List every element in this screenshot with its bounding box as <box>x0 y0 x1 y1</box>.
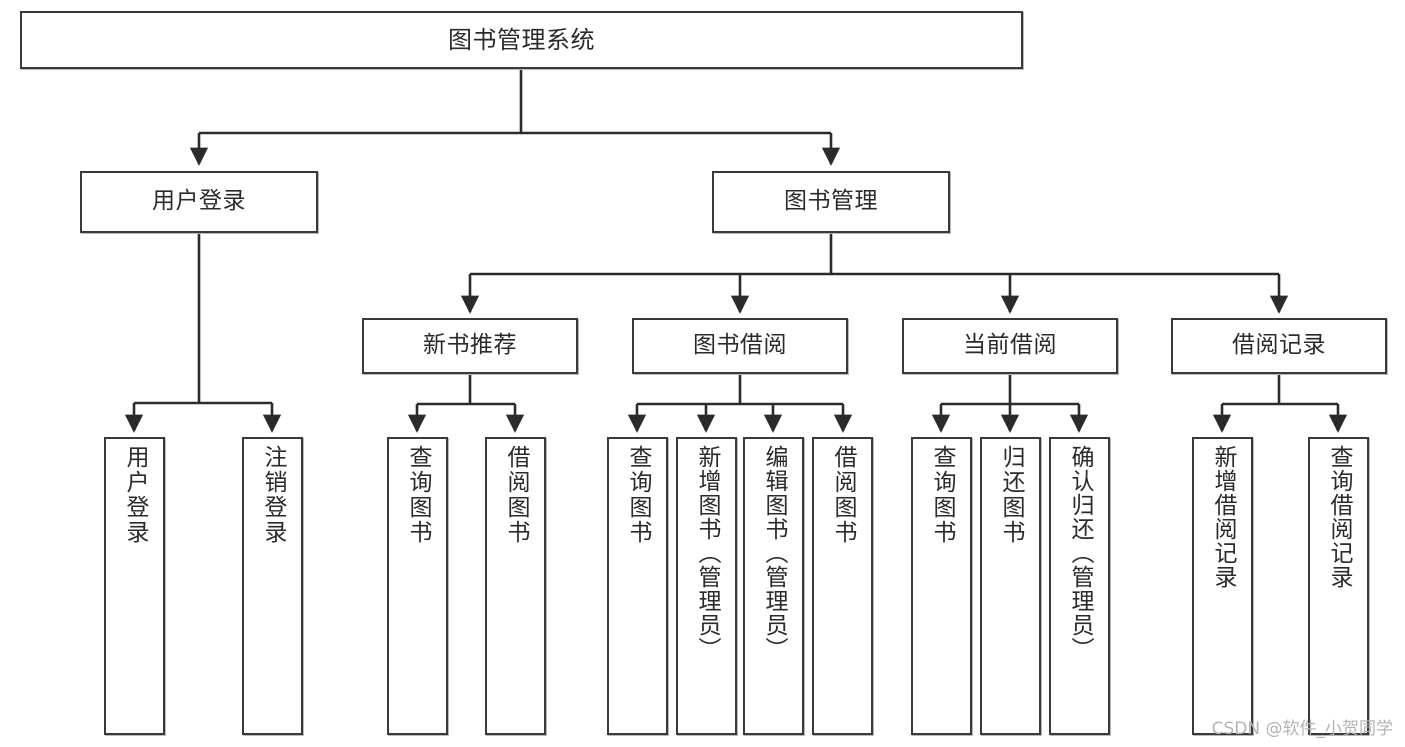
node-label: 归还图书 <box>998 445 1024 545</box>
node-label: 查询借阅记录 <box>1326 445 1352 589</box>
leaf-query-borrow-record[interactable]: 查询借阅记录 <box>1308 437 1369 735</box>
node-label: 新书推荐 <box>423 332 517 359</box>
leaf-add-book-admin[interactable]: 新增图书（管理员） <box>676 437 737 735</box>
node-book-management[interactable]: 图书管理 <box>712 171 950 233</box>
node-label: 查询图书 <box>405 445 431 545</box>
node-label: 新增图书（管理员） <box>694 445 720 661</box>
leaf-add-borrow-record[interactable]: 新增借阅记录 <box>1192 437 1253 735</box>
node-label: 图书借阅 <box>693 332 787 359</box>
node-root-system[interactable]: 图书管理系统 <box>20 11 1023 69</box>
leaf-query-book-current[interactable]: 查询图书 <box>911 437 972 735</box>
node-label: 编辑图书（管理员） <box>761 445 787 661</box>
leaf-borrow-book[interactable]: 借阅图书 <box>812 437 873 735</box>
node-label: 确认归还（管理员） <box>1067 445 1093 661</box>
leaf-edit-book-admin[interactable]: 编辑图书（管理员） <box>743 437 804 735</box>
leaf-logout[interactable]: 注销登录 <box>242 437 303 735</box>
node-label: 当前借阅 <box>963 332 1057 359</box>
node-label: 注销登录 <box>260 445 286 545</box>
node-label: 查询图书 <box>625 445 651 545</box>
node-book-borrow[interactable]: 图书借阅 <box>632 318 848 374</box>
leaf-return-book[interactable]: 归还图书 <box>980 437 1041 735</box>
node-current-borrow[interactable]: 当前借阅 <box>902 318 1118 374</box>
leaf-borrow-book-recommend[interactable]: 借阅图书 <box>485 437 546 735</box>
node-label: 借阅图书 <box>503 445 529 545</box>
node-label: 新增借阅记录 <box>1210 445 1236 589</box>
node-label: 用户登录 <box>152 188 246 215</box>
node-label: 图书管理 <box>784 188 878 215</box>
node-label: 借阅记录 <box>1232 332 1326 359</box>
node-label: 借阅图书 <box>830 445 856 545</box>
leaf-query-book-borrow[interactable]: 查询图书 <box>607 437 668 735</box>
leaf-confirm-return-admin[interactable]: 确认归还（管理员） <box>1049 437 1110 735</box>
node-user-login[interactable]: 用户登录 <box>80 171 318 233</box>
leaf-user-login[interactable]: 用户登录 <box>104 437 165 735</box>
watermark: CSDN @软件_小贺同学 <box>1211 719 1393 739</box>
node-borrow-record[interactable]: 借阅记录 <box>1171 318 1387 374</box>
node-new-book-recommend[interactable]: 新书推荐 <box>362 318 578 374</box>
node-label: 查询图书 <box>929 445 955 545</box>
node-label: 图书管理系统 <box>448 25 595 54</box>
node-label: 用户登录 <box>122 445 148 545</box>
leaf-query-book-recommend[interactable]: 查询图书 <box>387 437 448 735</box>
